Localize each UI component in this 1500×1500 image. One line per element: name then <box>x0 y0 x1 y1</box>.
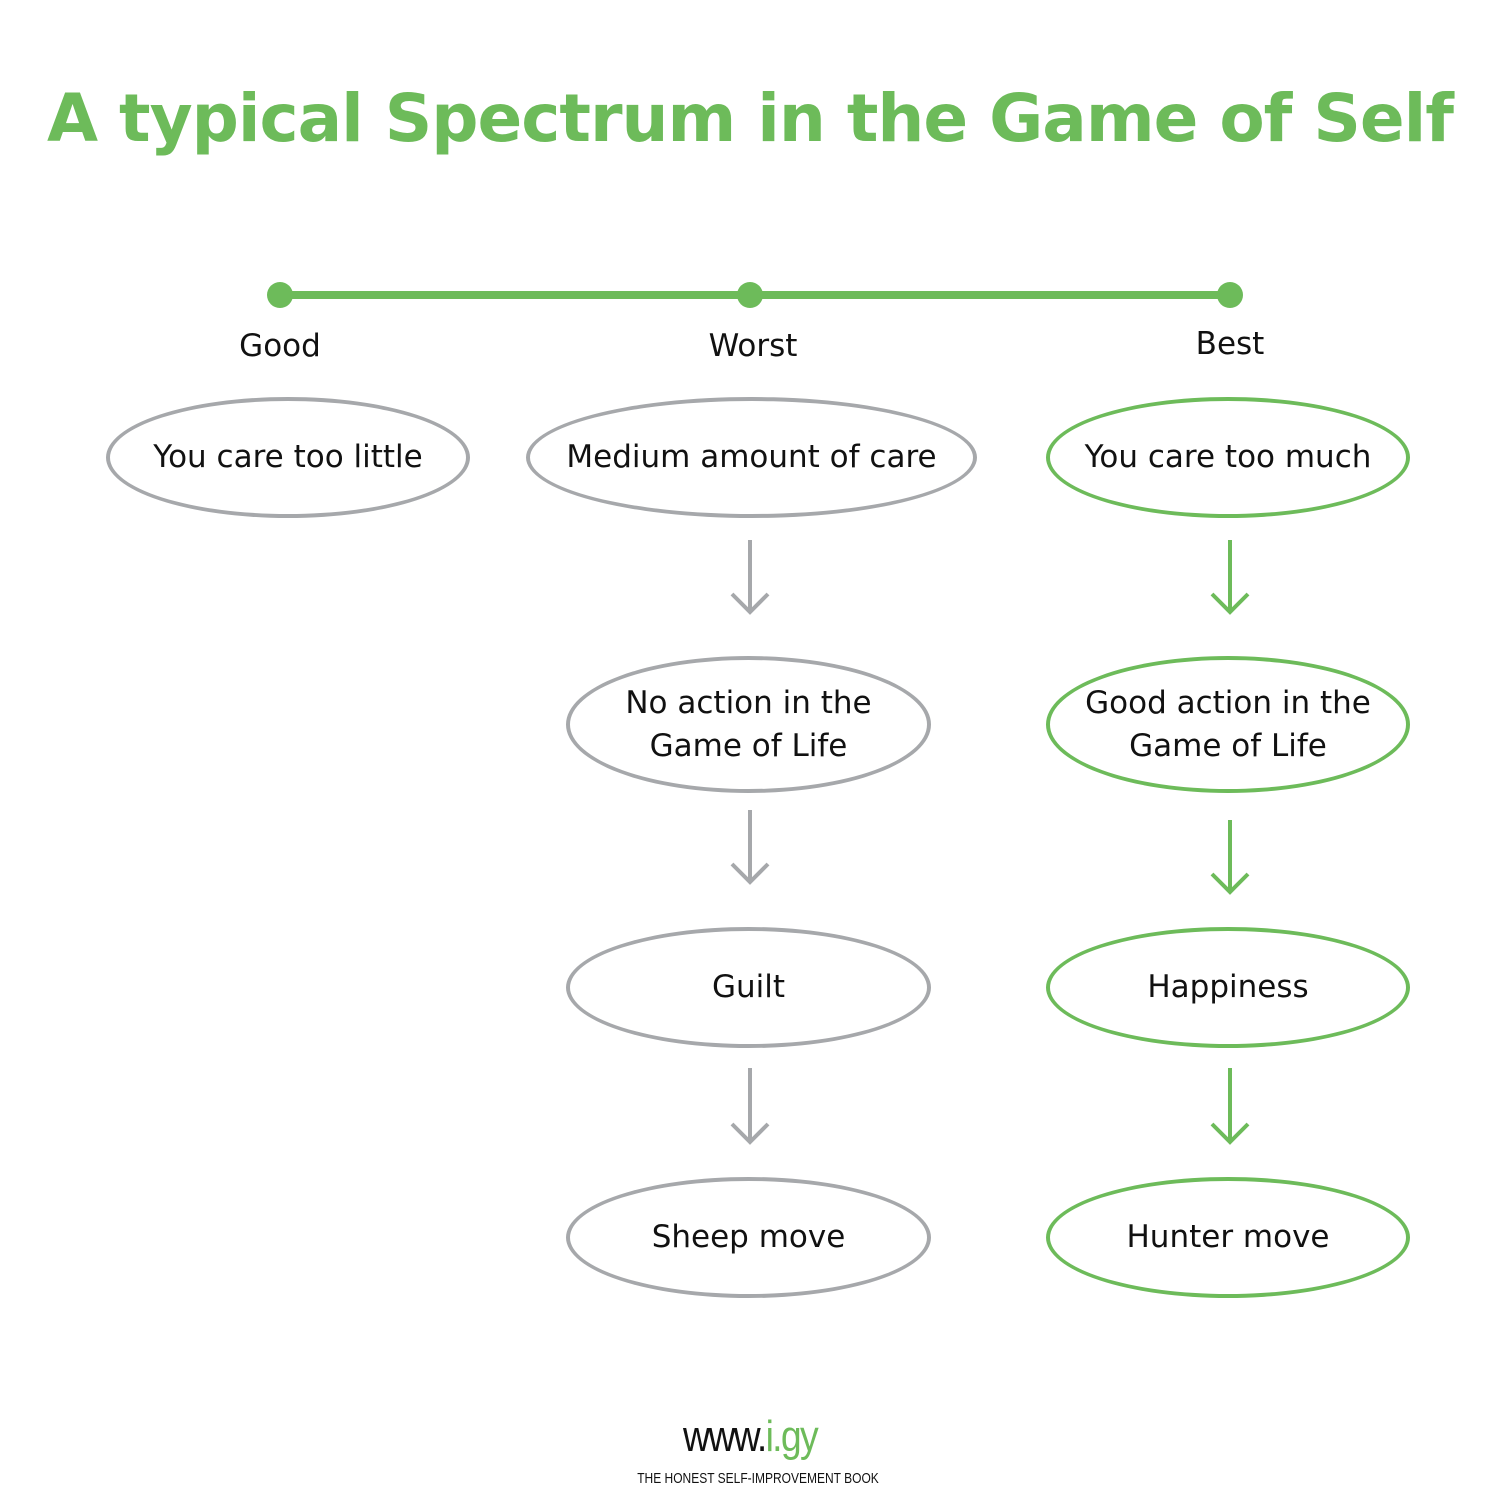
spectrum-dot-good <box>267 282 293 308</box>
node-hunter-move: Hunter move <box>1046 1177 1410 1298</box>
node-guilt: Guilt <box>566 927 931 1048</box>
node-sheep-move: Sheep move <box>566 1177 931 1298</box>
page-title: A typical Spectrum in the Game of Self <box>46 80 1454 157</box>
footer-url-suffix: i.gy <box>765 1412 819 1461</box>
spectrum-label-good: Good <box>239 328 321 364</box>
spectrum-dot-best <box>1217 282 1243 308</box>
footer-url-prefix: www. <box>683 1412 767 1461</box>
node-medium-care: Medium amount of care <box>526 397 977 518</box>
footer-tagline: THE HONEST SELF-IMPROVEMENT BOOK <box>637 1470 879 1487</box>
footer-logo: www.i.gy <box>113 1412 1388 1462</box>
arrow-down-icon <box>730 540 770 615</box>
node-happiness: Happiness <box>1046 927 1410 1048</box>
spectrum-dot-worst <box>737 282 763 308</box>
node-no-action: No action in the Game of Life <box>566 656 931 793</box>
arrow-down-icon <box>1210 1068 1250 1145</box>
node-good-action: Good action in the Game of Life <box>1046 656 1410 793</box>
node-care-too-little: You care too little <box>106 397 470 518</box>
spectrum-label-worst: Worst <box>708 328 798 364</box>
spectrum-label-best: Best <box>1195 326 1265 362</box>
arrow-down-icon <box>730 810 770 885</box>
node-care-too-much: You care too much <box>1046 397 1410 518</box>
arrow-down-icon <box>730 1068 770 1145</box>
arrow-down-icon <box>1210 540 1250 615</box>
arrow-down-icon <box>1210 820 1250 895</box>
